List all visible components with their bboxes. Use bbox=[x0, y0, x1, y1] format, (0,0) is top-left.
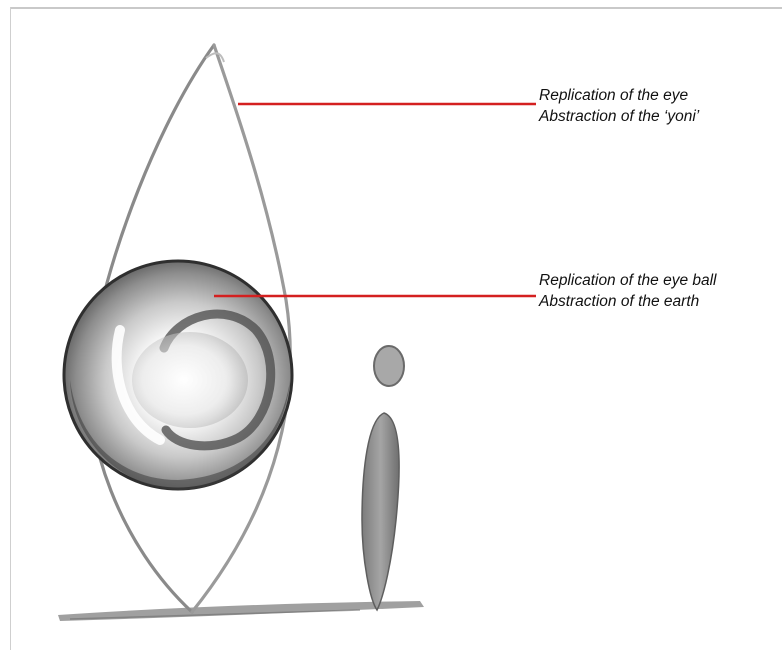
annotation-eye-line2: Abstraction of the ‘yoni’ bbox=[539, 106, 699, 127]
annotation-eyeball: Replication of the eye ball Abstraction … bbox=[539, 270, 717, 312]
figure-stem bbox=[362, 413, 399, 610]
annotation-eye: Replication of the eye Abstraction of th… bbox=[539, 85, 699, 127]
inner-glow bbox=[132, 332, 248, 428]
annotation-eyeball-line1: Replication of the eye ball bbox=[539, 270, 717, 291]
annotation-eyeball-line2: Abstraction of the earth bbox=[539, 291, 717, 312]
figure-dot bbox=[374, 346, 404, 386]
annotation-eye-line1: Replication of the eye bbox=[539, 85, 699, 106]
